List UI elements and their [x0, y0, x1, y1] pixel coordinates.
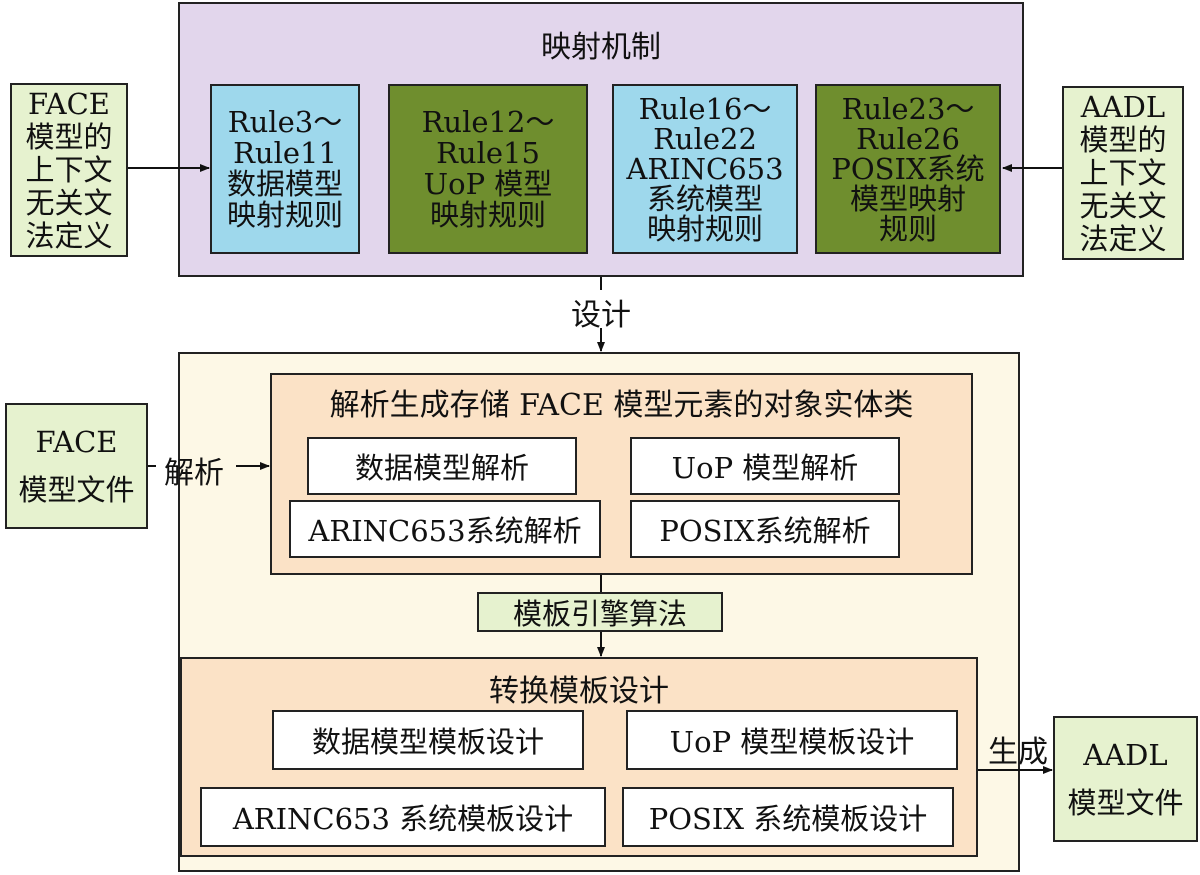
- grammar-line: 无关文: [25, 185, 113, 220]
- uop-model-parse-box: UoP 模型解析: [630, 437, 900, 495]
- grammar-line: AADL: [1080, 89, 1166, 124]
- posix-template-box: POSIX 系统模板设计: [622, 787, 954, 847]
- template-design-title: 转换模板设计: [489, 674, 669, 709]
- grammar-line: 模型的: [1079, 122, 1167, 157]
- grammar-line: 法定义: [25, 218, 113, 253]
- file-line: AADL: [1083, 738, 1168, 772]
- rule-line: 模型映射: [849, 182, 966, 216]
- generate-label: 生成: [988, 735, 1048, 770]
- rule-box-arinc653: Rule16～ Rule22 ARINC653 系统模型 映射规则: [612, 84, 798, 254]
- rule-line: Rule3～: [227, 105, 343, 139]
- face-model-file-box: FACE 模型文件: [5, 403, 148, 529]
- file-line: 模型文件: [1067, 786, 1184, 820]
- file-line: FACE: [35, 425, 118, 459]
- rule-line: 数据模型: [226, 167, 343, 201]
- grammar-line: 上下文: [25, 152, 113, 187]
- rule-line: Rule22: [653, 122, 757, 156]
- rule-box-data-model: Rule3～ Rule11 数据模型 映射规则: [210, 84, 360, 254]
- rule-line: ARINC653: [626, 152, 784, 186]
- rule-line: POSIX系统: [831, 152, 985, 186]
- rule-line: 映射规则: [429, 198, 546, 232]
- grammar-line: FACE: [28, 86, 110, 121]
- grammar-line: 模型的: [25, 119, 113, 154]
- data-model-template-box: 数据模型模板设计: [272, 710, 584, 770]
- aadl-grammar-box: AADL 模型的 上下文 无关文 法定义: [1062, 86, 1184, 260]
- rule-line: 映射规则: [646, 212, 763, 246]
- rule-box-uop-model: Rule12～ Rule15 UoP 模型 映射规则: [388, 84, 588, 254]
- mapping-mechanism-title: 映射机制: [541, 30, 661, 65]
- parse-label: 解析: [164, 456, 224, 491]
- grammar-line: 上下文: [1079, 155, 1167, 190]
- arinc653-parse-box: ARINC653系统解析: [289, 500, 601, 558]
- rule-line: Rule16～: [638, 92, 772, 126]
- rule-line: Rule12～: [421, 105, 555, 139]
- rule-line: 系统模型: [646, 182, 763, 216]
- file-line: 模型文件: [18, 473, 135, 507]
- grammar-line: 无关文: [1079, 188, 1167, 223]
- template-engine-box: 模板引擎算法: [477, 592, 723, 632]
- arinc653-template-box: ARINC653 系统模板设计: [200, 787, 606, 847]
- design-label: 设计: [565, 290, 637, 334]
- uop-model-template-box: UoP 模型模板设计: [626, 710, 958, 770]
- posix-parse-box: POSIX系统解析: [630, 500, 900, 558]
- parse-panel-title: 解析生成存储 FACE 模型元素的对象实体类: [329, 388, 914, 423]
- rule-line: Rule15: [436, 136, 540, 170]
- rule-line: 映射规则: [226, 198, 343, 232]
- aadl-model-file-box: AADL 模型文件: [1053, 716, 1198, 842]
- rule-line: Rule26: [856, 122, 960, 156]
- rule-line: 规则: [878, 212, 937, 246]
- face-grammar-box: FACE 模型的 上下文 无关文 法定义: [10, 83, 128, 257]
- rule-line: Rule23～: [841, 92, 975, 126]
- data-model-parse-box: 数据模型解析: [307, 437, 577, 495]
- grammar-line: 法定义: [1079, 221, 1167, 256]
- rule-box-posix: Rule23～ Rule26 POSIX系统 模型映射 规则: [815, 84, 1001, 254]
- rule-line: UoP 模型: [423, 167, 553, 201]
- rule-line: Rule11: [233, 136, 337, 170]
